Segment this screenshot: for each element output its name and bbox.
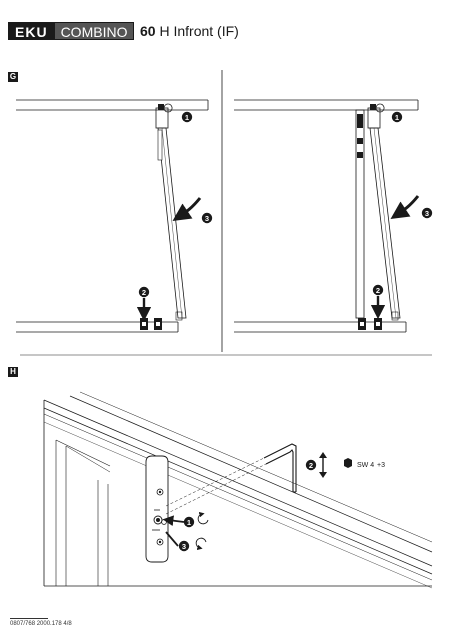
tool-spec-label: SW 4 <box>357 462 374 469</box>
brand-combino: COMBINO <box>54 22 135 40</box>
section-g-marker: G <box>8 72 18 82</box>
callout-3-left: 3 <box>205 214 209 223</box>
callout-1-h: 1 <box>187 518 191 527</box>
callout-2-right: 2 <box>376 286 380 295</box>
section-h-marker: H <box>8 367 18 377</box>
callout-2-h: 2 <box>309 461 313 470</box>
brand-logo: EKU COMBINO <box>8 22 135 40</box>
panel-g-left <box>16 99 209 333</box>
hex-wrench-icon <box>344 458 352 468</box>
document-id: 0807/768 2000.178 4/8 <box>10 618 72 627</box>
callout-1-left: 1 <box>185 113 189 122</box>
panel-g-right <box>234 99 420 333</box>
model-suffix: H Infront (IF) <box>159 23 239 39</box>
callout-1-right: 1 <box>395 113 399 122</box>
model-number: 60 <box>140 23 156 39</box>
callout-3-h: 3 <box>182 542 186 551</box>
callout-2-left: 2 <box>142 288 146 297</box>
tool-adjust-value: +3 <box>377 462 385 469</box>
brand-eku: EKU <box>8 22 55 40</box>
callout-3-right: 3 <box>425 209 429 218</box>
panel-h <box>43 391 433 589</box>
page-title: 60 H Infront (IF) <box>140 21 239 41</box>
